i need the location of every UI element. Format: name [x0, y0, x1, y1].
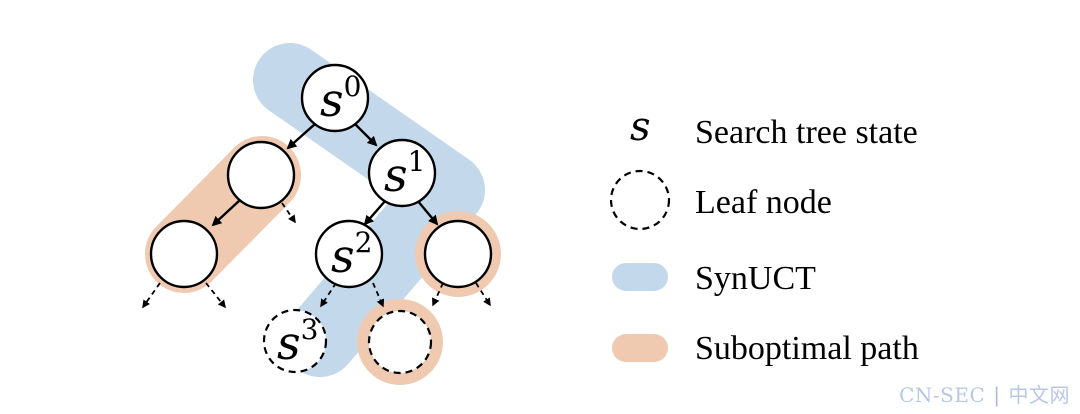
watermark: CN-SEC | 中文网	[899, 379, 1070, 408]
legend-label-suboptimal-path: Suboptimal path	[695, 330, 919, 367]
watermark-left: CN-SEC	[899, 383, 986, 407]
edge-s1-s2	[363, 199, 387, 226]
edge-s0-left	[286, 123, 316, 150]
tree-nodes: s0 s1 s2 s3	[149, 63, 493, 375]
legend-synuct-swatch	[612, 263, 668, 291]
tree-dashed-edges	[142, 202, 491, 309]
edge-left-leftleaf	[211, 199, 241, 227]
node-left	[226, 140, 296, 210]
node-s3-leaf: s3	[262, 308, 328, 374]
dashed-edge-right-a	[432, 282, 444, 307]
node-s3-label: s3	[277, 313, 318, 370]
node-s1: s1	[367, 138, 437, 208]
node-s0: s0	[300, 63, 370, 133]
dashed-edge-s2-leaf	[372, 282, 385, 308]
watermark-separator: |	[993, 383, 1001, 407]
node-s0-label: s0	[320, 70, 361, 127]
legend: s Search tree state Leaf node SynUCT Sub…	[609, 104, 919, 367]
edge-s0-s1	[354, 123, 378, 147]
node-right	[423, 219, 493, 289]
dashed-edge-right-b	[475, 282, 491, 307]
dashed-edge-s2-s3	[320, 282, 337, 308]
edge-s1-right	[416, 199, 439, 226]
watermark-right: 中文网	[1008, 383, 1070, 407]
legend-label-search-tree-state: Search tree state	[695, 114, 918, 151]
legend-leaf-node-icon	[609, 169, 671, 231]
legend-suboptimal-swatch	[612, 334, 668, 362]
node-s2-label: s2	[331, 226, 372, 283]
dashed-edge-leftleaf-b	[205, 282, 226, 309]
legend-state-symbol: s	[630, 104, 651, 150]
legend-label-synuct: SynUCT	[695, 260, 816, 297]
dashed-edge-leftleaf-a	[142, 282, 161, 309]
tree-edges	[211, 123, 439, 227]
node-s1-label: s1	[384, 145, 425, 202]
legend-label-leaf-node: Leaf node	[695, 184, 832, 221]
node-leaf-empty	[367, 309, 433, 375]
node-left-leaf	[149, 219, 219, 289]
dashed-edge-left-right	[281, 202, 296, 224]
node-s2: s2	[314, 219, 384, 289]
